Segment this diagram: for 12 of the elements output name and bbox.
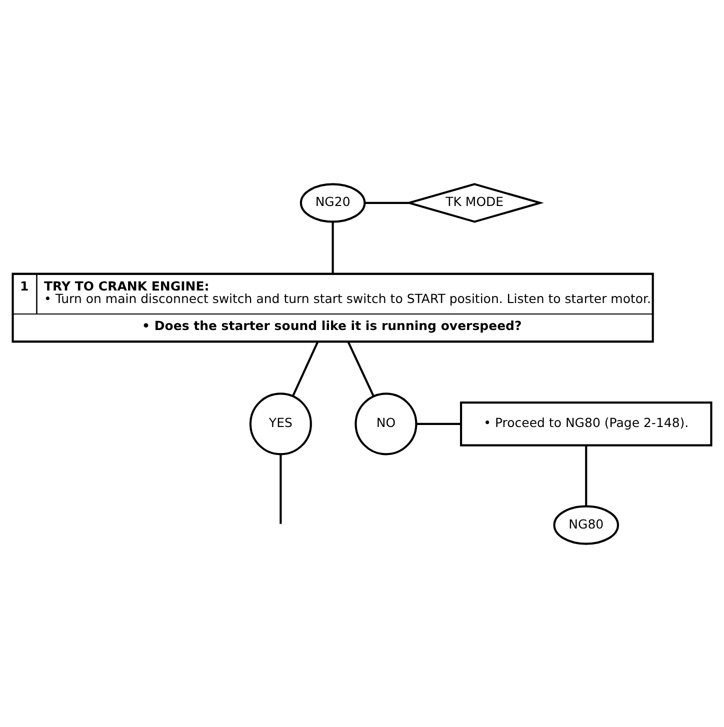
node-ellipse: NG80 [553,504,620,544]
connector [347,340,374,396]
node-circle: YES [249,392,312,455]
connector [416,422,461,424]
connector [332,221,334,274]
connector [292,340,319,396]
connector [364,201,410,204]
node-ellipse: NG20 [300,182,366,222]
connector [280,454,282,524]
node-box: • Proceed to NG80 (Page 2-148). [460,401,712,446]
connector [585,445,588,506]
node-circle: NO [354,392,418,455]
